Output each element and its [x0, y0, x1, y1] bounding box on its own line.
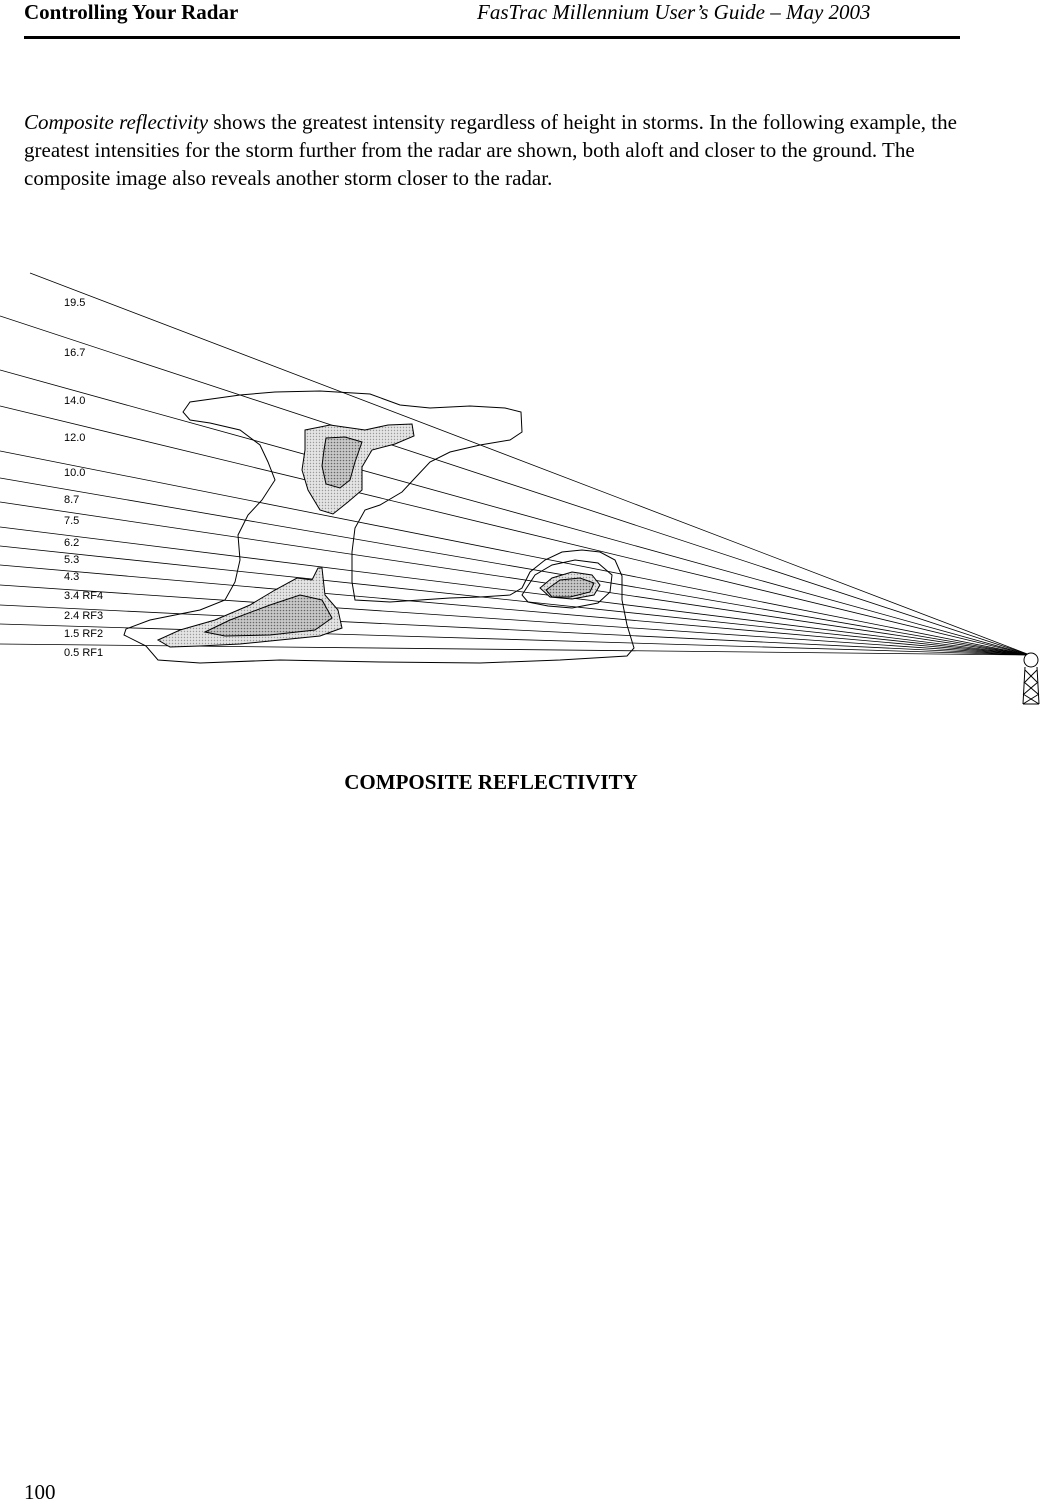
elevation-label: 5.3	[64, 554, 79, 566]
far-storm-upper-contour	[302, 424, 414, 514]
beam-line	[0, 527, 1030, 655]
elevation-label: 6.2	[64, 537, 79, 549]
elevation-label: 12.0	[64, 432, 85, 444]
elevation-label: 2.4 RF3	[64, 610, 103, 622]
intro-term: Composite reflectivity	[24, 110, 208, 134]
elevation-label: 0.5 RF1	[64, 647, 103, 659]
radar-tower-icon	[1023, 653, 1039, 704]
elevation-label: 16.7	[64, 347, 85, 359]
beam-line	[0, 644, 1030, 655]
beam-line	[0, 316, 1030, 655]
elevation-label: 14.0	[64, 395, 85, 407]
page-number: 100	[24, 1480, 56, 1505]
beam-line	[0, 585, 1030, 655]
radar-dome	[1024, 653, 1038, 667]
elevation-label: 1.5 RF2	[64, 628, 103, 640]
radar-beam-diagram: 19.5 16.7 14.0 12.0 10.0 8.7 7.5 6.2 5.3…	[0, 262, 1040, 712]
elevation-labels: 19.5 16.7 14.0 12.0 10.0 8.7 7.5 6.2 5.3…	[64, 297, 103, 659]
page-header: Controlling Your Radar FasTrac Millenniu…	[24, 0, 960, 40]
elevation-label: 4.3	[64, 571, 79, 583]
header-rule	[24, 36, 960, 39]
document-title: FasTrac Millennium User’s Guide – May 20…	[477, 0, 871, 25]
elevation-label: 19.5	[64, 297, 85, 309]
beam-line	[30, 273, 1030, 655]
section-title: Controlling Your Radar	[24, 0, 238, 25]
elevation-label: 3.4 RF4	[64, 590, 103, 602]
beam-line	[0, 451, 1030, 655]
figure-caption: COMPOSITE REFLECTIVITY	[0, 770, 982, 795]
beam-line	[0, 546, 1030, 655]
elevation-label: 7.5	[64, 515, 79, 527]
beam-line	[0, 406, 1030, 655]
elevation-label: 10.0	[64, 467, 85, 479]
intro-paragraph: Composite reflectivity shows the greates…	[24, 108, 974, 192]
beam-lines	[0, 273, 1030, 655]
far-storm	[124, 391, 634, 663]
elevation-label: 8.7	[64, 494, 79, 506]
